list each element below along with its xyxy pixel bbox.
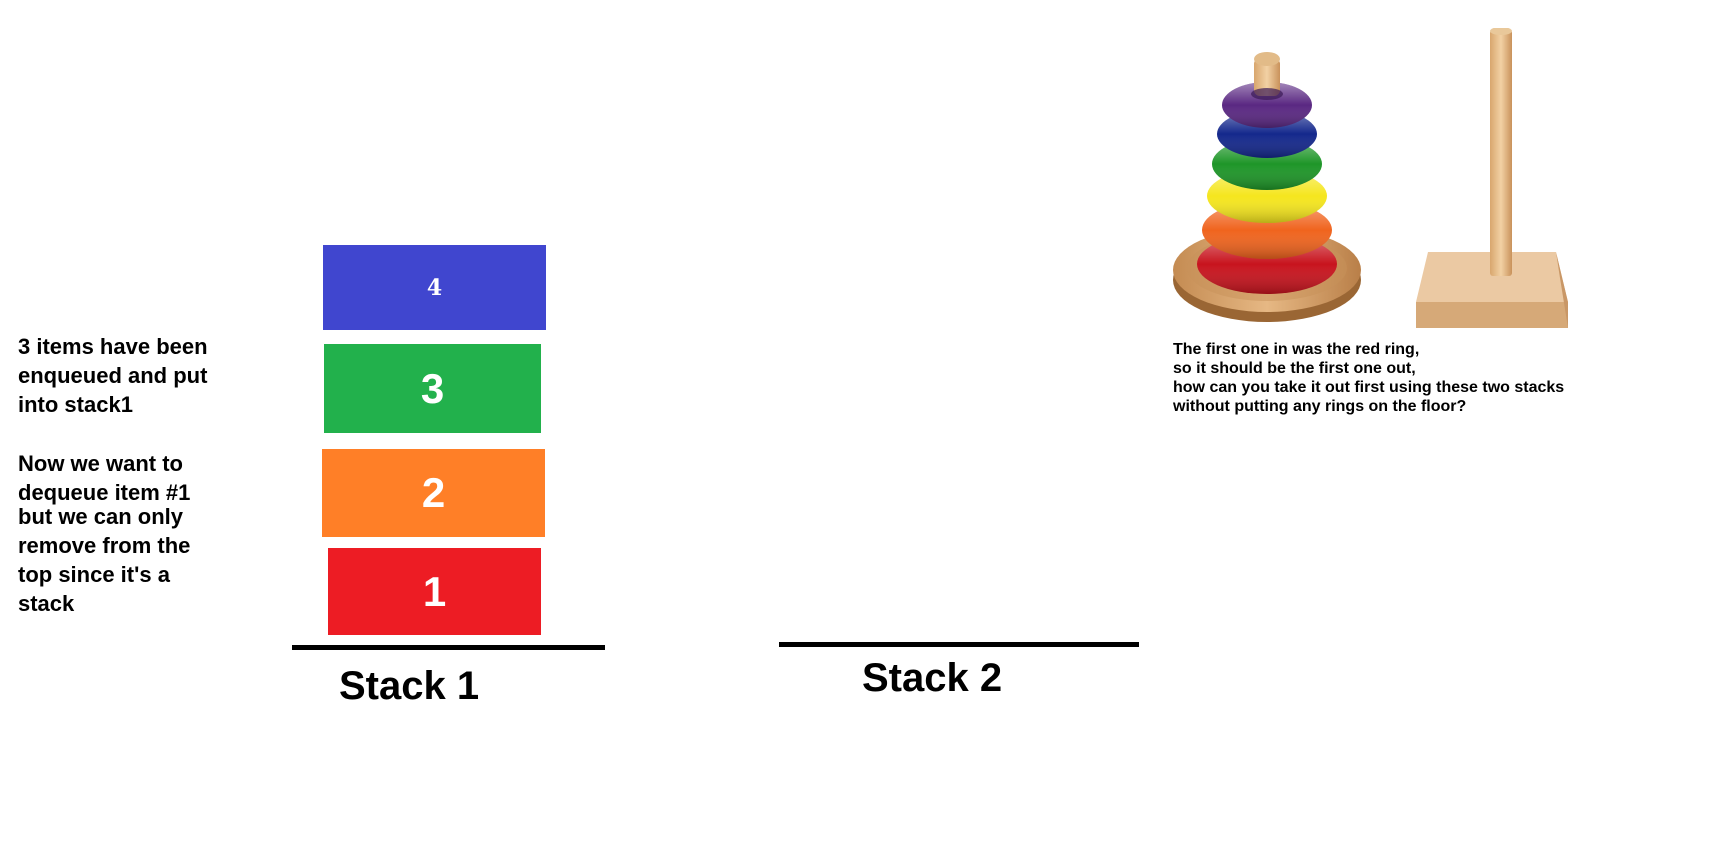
stack1-block-1-label: 1 [422,567,447,615]
stack1-block-2-label: 2 [421,469,446,516]
stack1-block-3-label: 3 [420,364,445,412]
explanation-paragraph-3: but we can only remove from the top sinc… [18,504,191,616]
explanation-paragraph-2: Now we want to dequeue item #1 [18,451,191,505]
stack1-block-1: 1 [328,548,541,635]
stack1-block-2: 2 [322,449,545,537]
stack1-block-3: 3 [324,344,541,433]
stack2-base-line [779,642,1139,647]
stack1-block-4: 4 [323,245,546,330]
empty-peg-toy [1416,28,1568,328]
explanation-paragraph-1: 3 items have been enqueued and put into … [18,334,208,417]
ring-stacker-image [1173,28,1568,328]
ring-stack-toy [1173,52,1361,322]
stack1-base-line [292,645,605,650]
purple-ring [1222,82,1312,128]
stack1-label: Stack 1 [339,664,480,708]
stack1-block-4-label: 4 [426,274,443,301]
question-text: The first one in was the red ring, so it… [1173,341,1565,415]
stack2-label: Stack 2 [862,656,1003,700]
